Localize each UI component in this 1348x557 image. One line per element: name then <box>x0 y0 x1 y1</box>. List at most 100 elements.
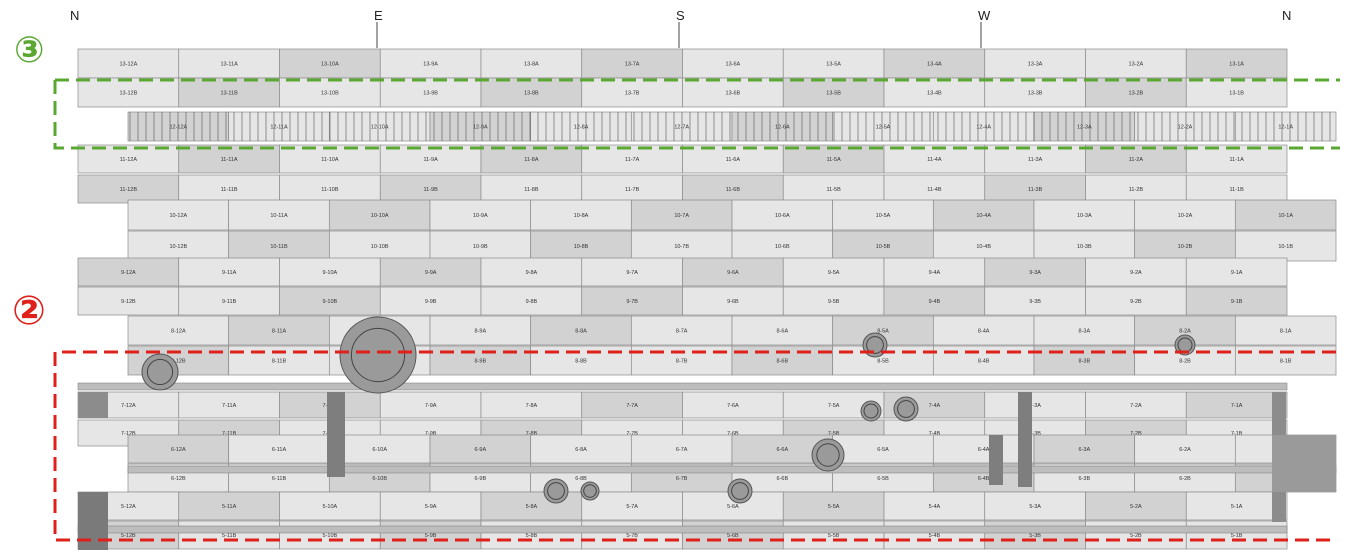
panel-12-11A <box>228 111 330 142</box>
panel-5-9A <box>379 491 482 521</box>
panel-label: 11-2A <box>1129 157 1144 163</box>
panel-label: 6-4B <box>978 476 990 482</box>
panel-11-10A <box>279 144 381 174</box>
panel-label: 8-6B <box>777 359 789 365</box>
panel-label: 6-8B <box>575 476 587 482</box>
panel-label: 8-12B <box>171 359 186 365</box>
panel-label: 5-7B <box>626 533 638 539</box>
panel-5-11B <box>178 520 280 550</box>
panel-label: 12-6A <box>775 125 790 131</box>
panel-label: 7-8A <box>526 403 538 409</box>
panel-label: 5-6B <box>727 533 739 539</box>
panel-9-8B <box>480 286 583 316</box>
hatch-band <box>77 525 1288 534</box>
panel-label: 5-8A <box>526 504 538 510</box>
opening-inner <box>547 482 565 500</box>
panel-label: 8-1B <box>1280 359 1292 365</box>
panel-13-4A <box>883 48 986 79</box>
panel-5-7A <box>581 491 683 521</box>
panel-10-7A <box>630 199 733 231</box>
panel-11-12B <box>77 174 180 204</box>
panel-11-2A <box>1085 144 1187 174</box>
panel-label: 6-6B <box>777 476 789 482</box>
panel-10-8A <box>530 199 632 231</box>
panel-label: 13-5A <box>826 62 841 68</box>
compass-south: S <box>676 8 685 23</box>
panel-label: 6-9B <box>475 476 487 482</box>
panel-label: 11-9B <box>423 187 438 193</box>
panel-13-1B <box>1185 77 1288 108</box>
panel-9-12B <box>77 286 180 316</box>
panel-13-1A <box>1185 48 1288 79</box>
panel-label: 10-12B <box>169 244 187 250</box>
panel-9-8A <box>480 257 583 287</box>
opening-inner <box>146 358 174 386</box>
panel-6-11A <box>228 434 330 464</box>
panel-label: 11-1A <box>1229 157 1244 163</box>
panel-5-1B <box>1185 520 1288 550</box>
panel-label: 5-11B <box>222 533 237 539</box>
panel-13-3B <box>984 77 1086 108</box>
panel-label: 11-6B <box>726 187 741 193</box>
opening-inner <box>350 327 406 383</box>
panel-label: 13-12B <box>120 91 138 97</box>
panel-label: 10-11A <box>270 213 288 219</box>
panel-6-8A <box>530 434 632 464</box>
panel-9-11B <box>178 286 280 316</box>
panel-label: 11-1B <box>1229 187 1244 193</box>
panel-label: 5-4B <box>929 533 941 539</box>
panel-label: 10-5A <box>876 213 891 219</box>
panel-8-3A <box>1033 315 1136 346</box>
edge-block <box>78 392 108 418</box>
panel-5-4B <box>883 520 986 550</box>
panel-label: 8-9B <box>475 359 487 365</box>
panel-7-9A <box>379 391 482 419</box>
panel-13-10A <box>279 48 381 79</box>
panel-9-7A <box>581 257 683 287</box>
panel-label: 6-3A <box>1079 447 1091 453</box>
panel-7-8A <box>480 391 583 419</box>
panel-label: 8-6A <box>777 329 789 335</box>
panel-label: 9-11A <box>222 270 237 276</box>
panel-6-12A <box>127 434 230 464</box>
panel-label: 8-3A <box>1079 329 1091 335</box>
panel-label: 8-8A <box>575 329 587 335</box>
panel-9-1A <box>1185 257 1288 287</box>
panel-label: 5-1B <box>1231 533 1243 539</box>
panel-13-6A <box>682 48 784 79</box>
panel-label: 7-3A <box>1029 403 1041 409</box>
panel-label: 6-4A <box>978 447 990 453</box>
panel-9-6A <box>682 257 784 287</box>
panel-13-8B <box>480 77 583 108</box>
panel-label: 6-3B <box>1079 476 1091 482</box>
panel-label: 13-7B <box>625 91 640 97</box>
panel-13-10B <box>279 77 381 108</box>
panel-label: 6-2A <box>1179 447 1191 453</box>
panel-label: 8-4A <box>978 329 990 335</box>
panel-label: 9-6A <box>727 270 739 276</box>
panel-9-10B <box>279 286 381 316</box>
panel-label: 9-9A <box>425 270 437 276</box>
column-block <box>327 392 345 477</box>
panel-10-6A <box>731 199 834 231</box>
panel-5-8B <box>480 520 583 550</box>
panel-label: 8-7B <box>676 359 688 365</box>
panel-12-8A <box>530 111 632 142</box>
panel-label: 9-1A <box>1231 270 1243 276</box>
panel-label: 11-8A <box>524 157 539 163</box>
column-block <box>1018 392 1032 487</box>
panel-13-2B <box>1085 77 1187 108</box>
panel-8-4A <box>932 315 1035 346</box>
panel-label: 8-11A <box>272 329 287 335</box>
edge-block <box>1272 435 1336 492</box>
panel-label: 5-4A <box>929 504 941 510</box>
panel-label: 11-4A <box>927 157 942 163</box>
opening-inner <box>583 484 597 498</box>
panel-label: 5-6A <box>727 504 739 510</box>
panel-label: 10-1B <box>1278 244 1293 250</box>
panel-label: 7-5B <box>828 431 840 437</box>
panel-label: 11-12B <box>120 187 138 193</box>
zone-3-label: ③ <box>14 30 45 71</box>
panel-label: 8-2A <box>1179 329 1191 335</box>
